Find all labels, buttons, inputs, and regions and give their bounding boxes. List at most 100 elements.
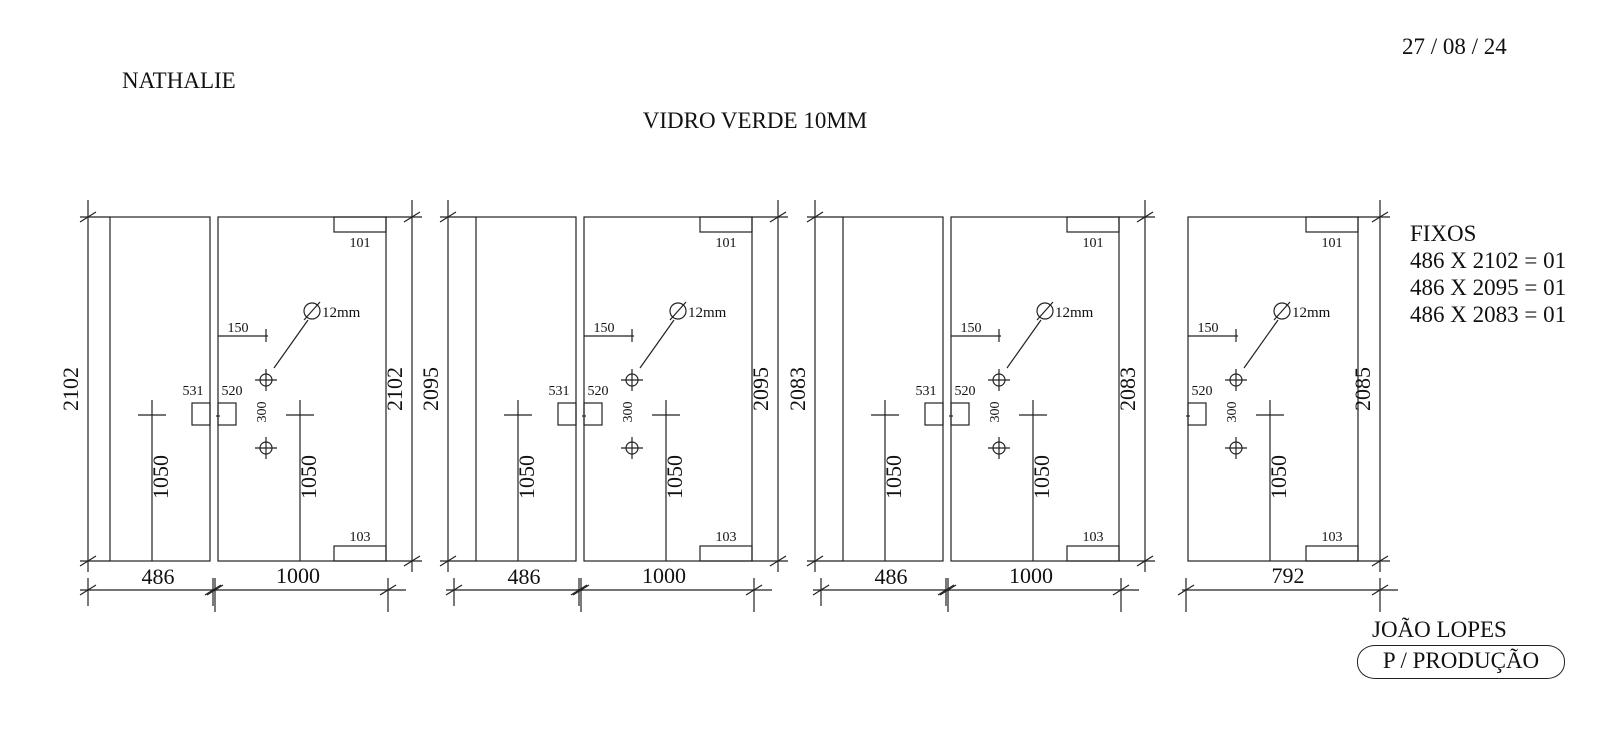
door-width-label: 792 xyxy=(1272,563,1305,588)
fixed-lock-label: 531 xyxy=(183,384,204,399)
dimension-tick xyxy=(939,584,957,596)
hinge-bottom-block xyxy=(1305,545,1359,562)
diameter-symbol xyxy=(303,302,321,320)
fixed-width-label: 486 xyxy=(875,564,908,589)
hole-leader-line xyxy=(1006,319,1042,369)
diameter-slash xyxy=(1036,301,1054,321)
door-handle-height-label: 1050 xyxy=(662,455,687,499)
production-stamp: P / PRODUÇÃO xyxy=(1357,645,1565,679)
door-lock-label: 520 xyxy=(1192,384,1213,399)
hinge-bottom-label: 103 xyxy=(1083,530,1104,545)
hinge-top-label: 101 xyxy=(350,236,371,251)
fixed-lock-cutout xyxy=(557,402,577,426)
fixed-lock-label: 531 xyxy=(549,384,570,399)
fixed-lock-cutout xyxy=(191,402,211,426)
door-width-label: 1000 xyxy=(642,563,686,588)
hole-spacing-label: 300 xyxy=(1225,402,1240,423)
fixed-handle-height-label: 1050 xyxy=(514,455,539,499)
fixed-glass-panel xyxy=(475,216,577,562)
dimension-tick xyxy=(745,584,763,596)
hole-spacing-label: 300 xyxy=(621,402,636,423)
fixed-handle-height-label: 1050 xyxy=(881,455,906,499)
dimension-tick xyxy=(812,584,830,596)
hole-spacing-label: 300 xyxy=(255,402,270,423)
door-lock-cutout xyxy=(217,402,237,426)
height-label-right: 2085 xyxy=(1350,367,1375,411)
hole-diameter-label: 12mm xyxy=(1055,305,1094,321)
hinge-top-block xyxy=(1305,216,1359,233)
door-glass-panel xyxy=(950,216,1120,562)
hinge-top-label: 101 xyxy=(1083,236,1104,251)
material-title: VIDRO VERDE 10MM xyxy=(642,108,868,133)
door-width-label: 1000 xyxy=(276,563,320,588)
hole-diameter-label: 12mm xyxy=(322,305,361,321)
offset-label: 150 xyxy=(1198,321,1219,336)
dimension-tick xyxy=(572,584,590,596)
diameter-symbol xyxy=(669,302,687,320)
door-glass-panel xyxy=(1187,216,1359,562)
fixos-list: FIXOS 486 X 2102 = 01 486 X 2095 = 01 48… xyxy=(1410,220,1566,328)
diameter-symbol xyxy=(1036,302,1054,320)
offset-label: 150 xyxy=(594,321,615,336)
hinge-bottom-block xyxy=(333,545,387,562)
hole-leader-line xyxy=(1243,319,1279,369)
fixed-lock-cutout xyxy=(924,402,944,426)
hinge-bottom-block xyxy=(699,545,753,562)
fixed-lock-label: 531 xyxy=(916,384,937,399)
diameter-symbol xyxy=(1273,302,1291,320)
door-handle-height-label: 1050 xyxy=(1029,455,1054,499)
author-name: JOÃO LOPES xyxy=(1372,617,1507,642)
height-label-right: 2102 xyxy=(382,367,407,411)
date: 27 / 08 / 24 xyxy=(1402,34,1507,59)
hole-spacing-label: 300 xyxy=(988,402,1003,423)
height-label-left: 2083 xyxy=(785,367,810,411)
door-lock-cutout xyxy=(1187,402,1207,426)
diameter-slash xyxy=(669,301,687,321)
door-glass-panel xyxy=(217,216,387,562)
diameter-slash xyxy=(1273,301,1291,321)
height-label-left: 2102 xyxy=(58,367,83,411)
hole-diameter-label: 12mm xyxy=(1292,305,1331,321)
door-lock-label: 520 xyxy=(222,384,243,399)
fixos-line-3: 486 X 2083 = 01 xyxy=(1410,302,1567,327)
door-lock-cutout xyxy=(950,402,970,426)
height-label-right: 2095 xyxy=(748,367,773,411)
dimension-tick xyxy=(79,584,97,596)
dimension-tick xyxy=(206,584,224,596)
door-glass-panel xyxy=(583,216,753,562)
door-lock-label: 520 xyxy=(588,384,609,399)
door-lock-cutout xyxy=(583,402,603,426)
dimension-tick xyxy=(445,584,463,596)
fixos-line-2: 486 X 2095 = 01 xyxy=(1410,275,1567,300)
fixos-title: FIXOS xyxy=(1410,221,1477,246)
fixos-line-1: 486 X 2102 = 01 xyxy=(1410,248,1567,273)
client-name: NATHALIE xyxy=(122,68,236,93)
door-handle-height-label: 1050 xyxy=(296,455,321,499)
hinge-bottom-label: 103 xyxy=(350,530,371,545)
offset-label: 150 xyxy=(961,321,982,336)
hinge-bottom-label: 103 xyxy=(1322,530,1343,545)
dimension-tick xyxy=(379,584,397,596)
height-label-right: 2083 xyxy=(1115,367,1140,411)
door-lock-label: 520 xyxy=(955,384,976,399)
diameter-slash xyxy=(303,301,321,321)
hole-leader-line xyxy=(273,319,309,369)
hinge-bottom-block xyxy=(1066,545,1120,562)
height-label-left: 2095 xyxy=(418,367,443,411)
hinge-top-block xyxy=(333,216,387,233)
offset-label: 150 xyxy=(228,321,249,336)
door-handle-height-label: 1050 xyxy=(1266,455,1291,499)
dimension-tick xyxy=(1371,584,1389,596)
fixed-width-label: 486 xyxy=(508,564,541,589)
hinge-top-block xyxy=(1066,216,1120,233)
hinge-top-label: 101 xyxy=(716,236,737,251)
dimension-tick xyxy=(1112,584,1130,596)
fixed-width-label: 486 xyxy=(142,564,175,589)
fixed-glass-panel xyxy=(109,216,211,562)
fixed-handle-height-label: 1050 xyxy=(148,455,173,499)
hinge-bottom-label: 103 xyxy=(716,530,737,545)
dimension-tick xyxy=(1177,584,1195,596)
hinge-top-block xyxy=(699,216,753,233)
hole-diameter-label: 12mm xyxy=(688,305,727,321)
